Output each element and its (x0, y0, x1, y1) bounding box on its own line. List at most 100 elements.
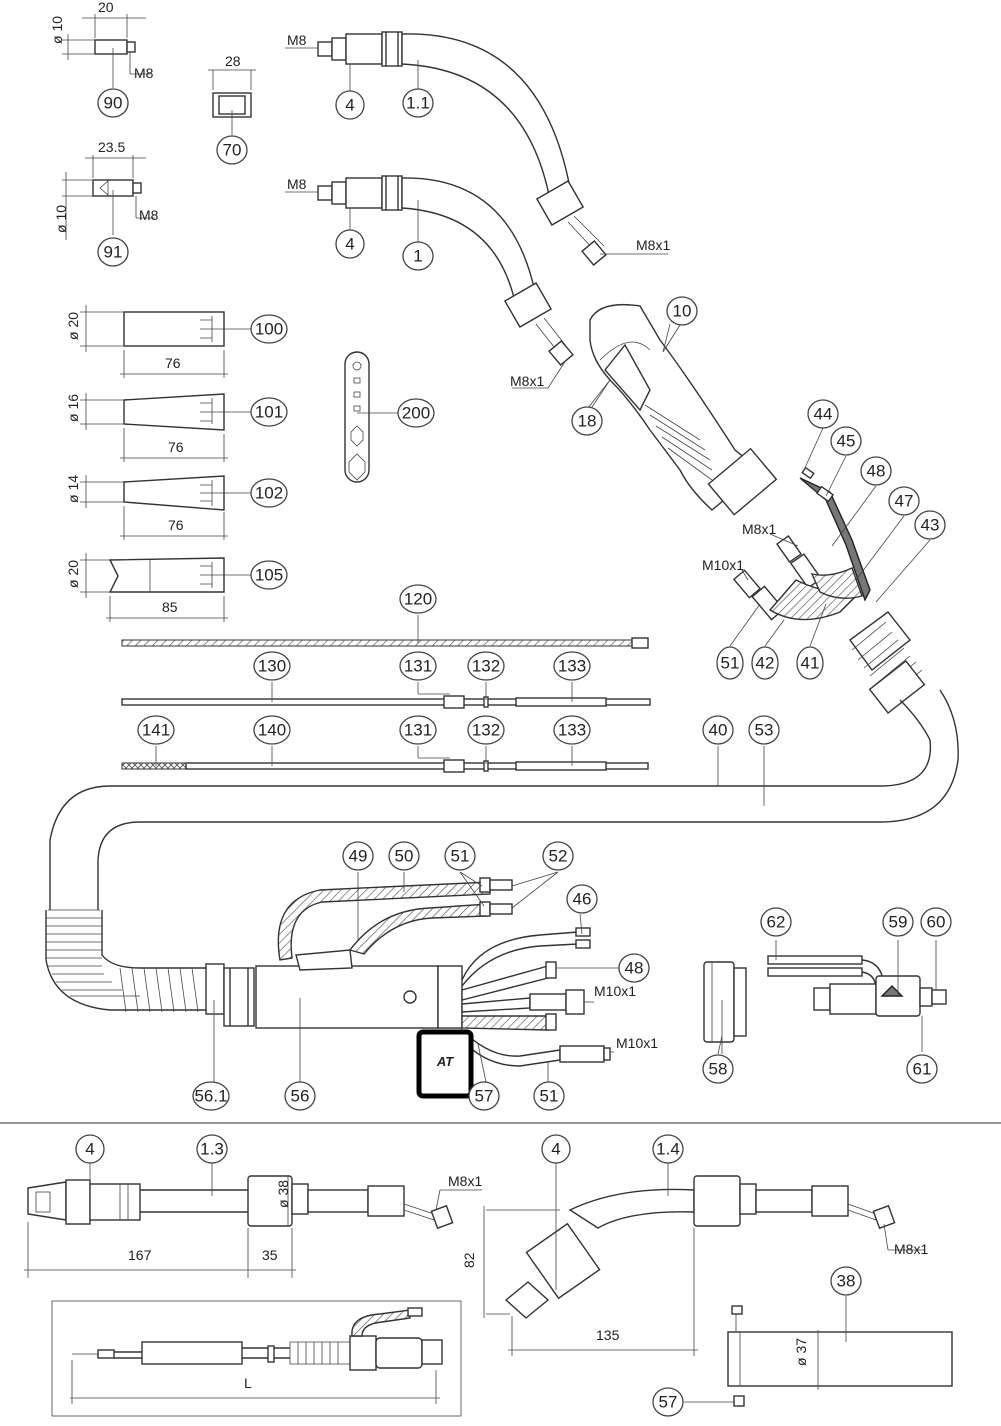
callout-100: 100 (250, 314, 288, 344)
adapter-59 (767, 940, 947, 1052)
callout-1-3: 1.3 (196, 1134, 228, 1164)
dim-1-3-nut: M8x1 (448, 1173, 482, 1189)
dim-105-len: 85 (162, 599, 178, 615)
callout-51-b: 51 (444, 841, 476, 871)
callout-59: 59 (882, 907, 914, 937)
callout-91: 91 (97, 237, 129, 267)
callout-141: 141 (137, 715, 175, 745)
callout-4-c-text: 4 (85, 1140, 94, 1159)
callout-1-1-text: 1.1 (406, 94, 430, 113)
callout-102: 102 (250, 478, 288, 508)
wrench-tool-200 (344, 351, 398, 483)
callout-46-text: 46 (573, 890, 592, 909)
dim-1-1-thread: M8 (287, 32, 307, 48)
dim-90-phi: ø 10 (49, 16, 65, 44)
callout-100-text: 100 (255, 320, 283, 339)
callout-133-b: 133 (553, 715, 591, 745)
dim-m8x1-group: M8x1 (742, 521, 776, 537)
cable-hose-40 (49, 689, 959, 910)
callout-41: 41 (796, 646, 824, 680)
dim-1-4-len: 135 (596, 1327, 620, 1343)
callout-102-text: 102 (255, 484, 283, 503)
callout-1-4: 1.4 (652, 1134, 684, 1164)
callout-51-c-text: 51 (540, 1087, 559, 1106)
callout-48-a: 48 (860, 456, 892, 486)
dim-1-4-h: 82 (461, 1252, 477, 1268)
dim-100-phi: ø 20 (65, 312, 81, 340)
callout-59-text: 59 (889, 913, 908, 932)
sleeve-38 (727, 1296, 953, 1390)
part-90 (62, 14, 150, 88)
callout-133-a-text: 133 (558, 657, 586, 676)
callout-57-b-text: 57 (659, 1393, 678, 1412)
callout-38: 38 (830, 1266, 862, 1296)
callout-44-text: 44 (814, 405, 833, 424)
liner-120 (121, 615, 649, 649)
callout-50: 50 (388, 841, 420, 871)
dim-1-4-nut: M8x1 (894, 1241, 928, 1257)
nozzle-102 (80, 475, 252, 540)
dim-101-len: 76 (168, 439, 184, 455)
liner-130 (121, 682, 651, 709)
dim-1-3-phi: ø 38 (275, 1180, 291, 1208)
dim-1-thread: M8 (287, 176, 307, 192)
callout-101-text: 101 (255, 403, 283, 422)
callout-56-1-text: 56.1 (194, 1087, 227, 1106)
callout-51-c: 51 (533, 1081, 565, 1111)
callout-49: 49 (342, 841, 374, 871)
callout-51-a: 51 (716, 646, 744, 680)
callout-200-text: 200 (402, 404, 430, 423)
nozzle-101 (80, 393, 252, 462)
dim-1-3-len2: 35 (262, 1247, 278, 1263)
callout-132-a-text: 132 (472, 657, 500, 676)
part-70 (208, 69, 256, 135)
nozzle-100 (80, 305, 252, 378)
neck-1 (285, 175, 574, 389)
dim-90-len: 20 (98, 0, 114, 15)
callout-10-text: 10 (673, 302, 692, 321)
dim-m10x1-connector: M10x1 (594, 983, 636, 999)
callout-40: 40 (702, 715, 734, 745)
callout-45: 45 (830, 426, 862, 456)
callout-91-text: 91 (104, 243, 123, 262)
full-torch-frame (51, 1300, 462, 1417)
nozzle-105 (80, 553, 252, 622)
callout-57-a: 57 (468, 1081, 500, 1111)
dim-105-phi: ø 20 (65, 560, 81, 588)
callout-56-1: 56.1 (192, 1081, 230, 1111)
callout-62: 62 (760, 907, 792, 937)
highlight-logo-box: AT (416, 1029, 474, 1099)
callout-46: 46 (566, 884, 598, 914)
callout-90: 90 (97, 88, 129, 118)
callout-133-a: 133 (553, 651, 591, 681)
callout-4-b: 4 (335, 229, 365, 259)
callout-43: 43 (914, 510, 946, 540)
callout-61-text: 61 (913, 1060, 932, 1079)
cable-end-assembly (732, 466, 926, 714)
callout-53: 53 (748, 715, 780, 745)
callout-131-b: 131 (399, 715, 437, 745)
callout-141-text: 141 (142, 721, 170, 740)
handle-10 (589, 303, 778, 516)
callout-56: 56 (284, 1081, 316, 1111)
callout-131-b-text: 131 (404, 721, 432, 740)
callout-51-a-text: 51 (721, 654, 740, 673)
callout-38-text: 38 (837, 1272, 856, 1291)
callout-57-b: 57 (652, 1387, 684, 1417)
dim-38-phi: ø 37 (793, 1338, 809, 1366)
leader-m8x1 (769, 533, 799, 547)
callout-4-a: 4 (335, 90, 365, 120)
dim-100-len: 76 (165, 355, 181, 371)
logo-text: AT (436, 1054, 454, 1069)
callout-42: 42 (751, 646, 779, 680)
dim-m10x1-group: M10x1 (702, 557, 744, 573)
callout-60-text: 60 (927, 913, 946, 932)
callout-1-1: 1.1 (402, 88, 434, 118)
callout-58-text: 58 (709, 1060, 728, 1079)
callout-132-b-text: 132 (472, 721, 500, 740)
callout-4-a-text: 4 (345, 96, 354, 115)
callout-41-text: 41 (801, 654, 820, 673)
callout-133-b-text: 133 (558, 721, 586, 740)
callout-1: 1 (402, 241, 434, 271)
callout-57-a-text: 57 (475, 1087, 494, 1106)
